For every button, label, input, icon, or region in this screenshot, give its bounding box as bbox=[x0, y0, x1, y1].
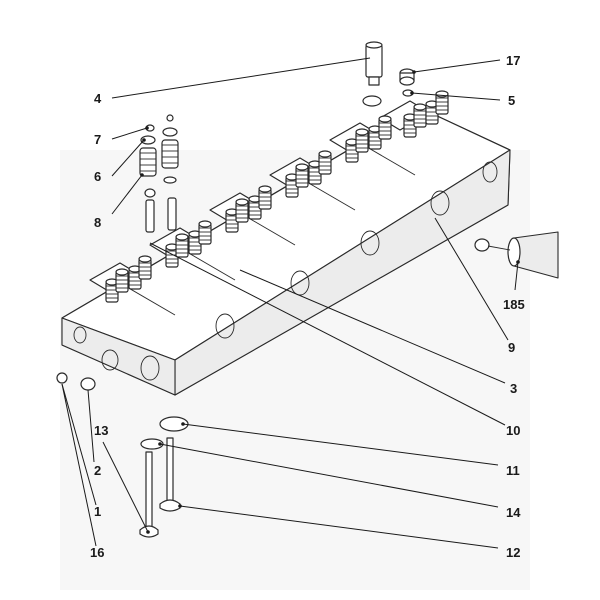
head-valve-spring bbox=[128, 265, 142, 290]
callout-6: 6 bbox=[94, 169, 102, 184]
head-valve-spring bbox=[188, 230, 202, 255]
dowel-pin-part bbox=[56, 372, 68, 384]
callout-8: 8 bbox=[94, 215, 102, 230]
head-valve-spring bbox=[115, 268, 129, 293]
callout-4: 4 bbox=[94, 91, 102, 106]
callout-10: 10 bbox=[506, 423, 521, 438]
installed-valve-springs bbox=[105, 90, 449, 303]
head-valve-spring bbox=[258, 185, 272, 210]
callout-12: 12 bbox=[506, 545, 521, 560]
head-valve-spring bbox=[198, 220, 212, 245]
plug-part bbox=[80, 377, 96, 391]
callout-3: 3 bbox=[510, 381, 518, 396]
head-valve-spring bbox=[235, 198, 249, 223]
callout-7: 7 bbox=[94, 132, 102, 147]
valve-seal-part bbox=[140, 438, 164, 450]
loose-valve-spring-stack bbox=[139, 114, 179, 233]
head-valve-spring bbox=[308, 160, 322, 185]
head-valve-spring bbox=[413, 103, 427, 128]
callout-9: 9 bbox=[508, 340, 516, 355]
o-ring-part bbox=[362, 95, 382, 107]
callout-13: 13 bbox=[94, 423, 109, 438]
injector-sleeve-part bbox=[365, 41, 383, 86]
callout-2: 2 bbox=[94, 463, 102, 478]
cap-part bbox=[399, 68, 415, 86]
head-valve-spring bbox=[435, 90, 449, 115]
head-valve-spring bbox=[368, 125, 382, 150]
callout-1: 1 bbox=[94, 504, 102, 519]
valve-seat-ring-part bbox=[159, 416, 189, 432]
head-valve-spring bbox=[138, 255, 152, 280]
callout-185: 185 bbox=[503, 297, 525, 312]
head-valve-spring bbox=[295, 163, 309, 188]
leader-lines bbox=[61, 57, 520, 549]
callout-5: 5 bbox=[508, 93, 516, 108]
fuel-injector-part bbox=[474, 231, 559, 279]
callout-11: 11 bbox=[506, 463, 520, 478]
callout-14: 14 bbox=[506, 505, 521, 520]
head-valve-spring bbox=[378, 115, 392, 140]
callout-16: 16 bbox=[90, 545, 105, 560]
head-valve-spring bbox=[355, 128, 369, 153]
head-valve-spring bbox=[345, 138, 359, 163]
exhaust-valve-part bbox=[159, 437, 181, 512]
callout-17: 17 bbox=[506, 53, 521, 68]
head-valve-spring bbox=[175, 233, 189, 258]
head-valve-spring bbox=[318, 150, 332, 175]
